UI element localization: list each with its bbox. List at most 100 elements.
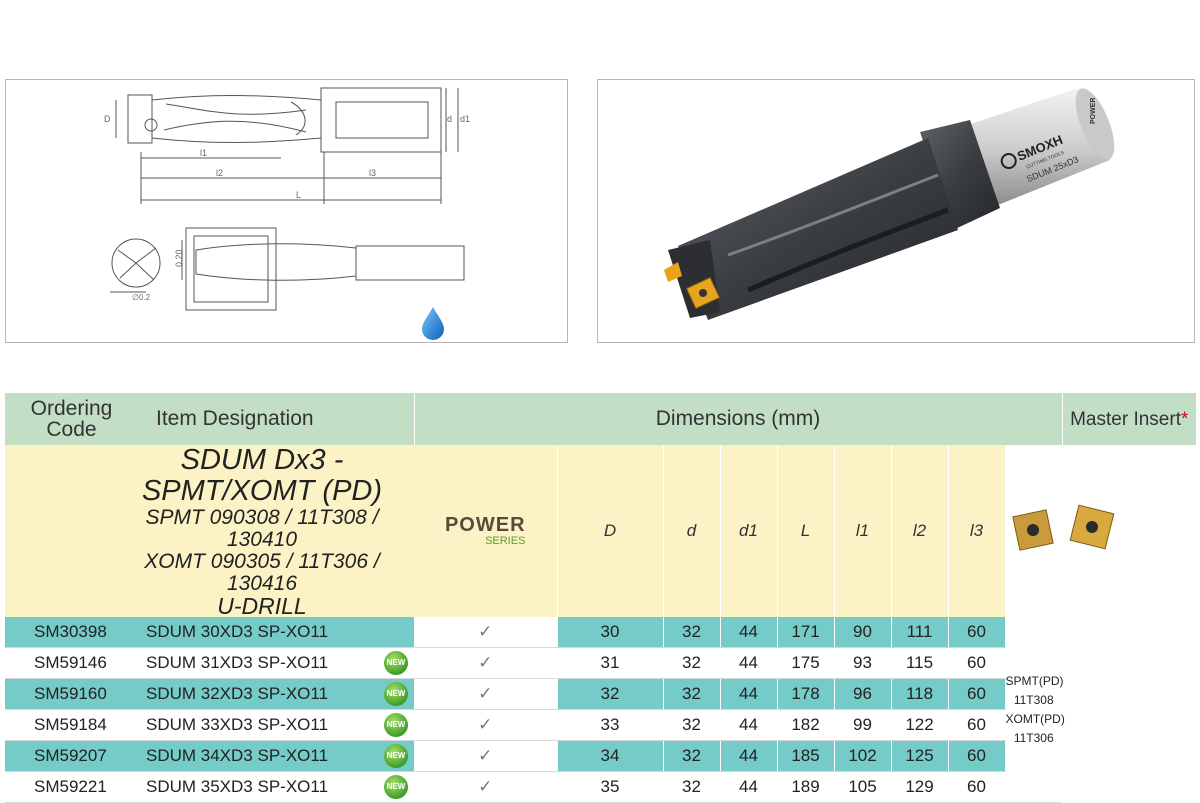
check-icon: ✓ — [414, 771, 558, 803]
check-icon: ✓ — [414, 617, 558, 648]
dim-l1: 96 — [834, 678, 892, 710]
xomt-insert-icon — [1069, 504, 1114, 549]
check-icon: ✓ — [414, 740, 558, 772]
ordering-code: SM59146 — [5, 647, 138, 679]
new-badge-icon: NEW — [384, 682, 408, 706]
ordering-code: SM59160 — [5, 678, 138, 710]
dim-l2: 111 — [891, 617, 949, 648]
dim-l3: 60 — [948, 617, 1006, 648]
dim-D: 34 — [557, 740, 664, 772]
table-row[interactable]: SM30398 SDUM 30XD3 SP-XO11 ✓ 30 32 44 17… — [5, 617, 1196, 803]
dim-d: 32 — [663, 740, 721, 772]
dim-D: 31 — [557, 647, 664, 679]
dim-header-l2: l2 — [891, 445, 949, 617]
dim-D: 35 — [557, 771, 664, 803]
header-master-insert: Master Insert* — [1062, 393, 1196, 445]
dim-label-d1: d1 — [460, 114, 470, 124]
title-row: SDUM Dx3 - SPMT/XOMT (PD) SPMT 090308 / … — [5, 444, 1196, 618]
insert-photos — [1011, 504, 1114, 551]
ordering-code: SM59207 — [5, 740, 138, 772]
dim-D: 33 — [557, 709, 664, 741]
dim-l1: 99 — [834, 709, 892, 741]
dim-label-tolerance: 0.20 — [174, 249, 184, 267]
dim-label-l1: l1 — [200, 148, 207, 158]
dim-header-d1: d1 — [720, 445, 778, 617]
ordering-code: SM30398 — [5, 617, 138, 648]
dim-d1: 44 — [720, 740, 778, 772]
dim-l3: 60 — [948, 678, 1006, 710]
dim-label-runout: ∅0.2 — [132, 293, 151, 302]
dim-d: 32 — [663, 678, 721, 710]
side-power-text: POWER — [1090, 98, 1097, 124]
item-designation: SDUM 30XD3 SP-XO11 — [138, 617, 414, 648]
master-insert-xomt: XOMT(PD) 11T306 — [1005, 711, 1065, 745]
ordering-code: SM59184 — [5, 709, 138, 741]
dim-d1: 44 — [720, 771, 778, 803]
series-title: SDUM Dx3 - SPMT/XOMT (PD) SPMT 090308 / … — [5, 444, 414, 618]
dim-l1: 102 — [834, 740, 892, 772]
dim-l1: 105 — [834, 771, 892, 803]
master-insert-text: SPMT(PD) 11T308 XOMT(PD) 11T306 — [1005, 617, 1065, 803]
water-drop-icon — [422, 307, 444, 340]
dim-d1: 44 — [720, 647, 778, 679]
dim-l3: 60 — [948, 709, 1006, 741]
dim-D: 32 — [557, 678, 664, 710]
dim-d1: 44 — [720, 678, 778, 710]
required-mark: * — [1180, 408, 1189, 430]
header-dimensions: Dimensions (mm) — [414, 393, 1063, 445]
series-title-spmt: SPMT 090308 / 11T308 / 130410 — [145, 506, 379, 551]
dim-l1: 93 — [834, 647, 892, 679]
dim-L: 171 — [777, 617, 835, 648]
dim-L: 175 — [777, 647, 835, 679]
power-logo-word: POWER — [444, 514, 526, 536]
ordering-code: SM59221 — [5, 771, 138, 803]
dim-l3: 60 — [948, 771, 1006, 803]
dim-l2: 125 — [891, 740, 949, 772]
dim-L: 178 — [777, 678, 835, 710]
power-series-logo: POWER SERIES — [414, 445, 558, 617]
dim-d1: 44 — [720, 709, 778, 741]
dim-L: 182 — [777, 709, 835, 741]
dim-label-l2: l2 — [216, 168, 223, 178]
check-icon: ✓ — [414, 647, 558, 679]
dim-d: 32 — [663, 617, 721, 648]
drill-photo: SMOXH CUTTING TOOLS SDUM 25xD3 POWER — [664, 88, 1115, 320]
check-icon: ✓ — [414, 678, 558, 710]
new-badge-icon: NEW — [384, 775, 408, 799]
power-logo-sub: SERIES — [485, 535, 526, 547]
spmt-insert-icon — [1011, 508, 1054, 551]
dim-l1: 90 — [834, 617, 892, 648]
dim-L: 185 — [777, 740, 835, 772]
dim-label-D: D — [104, 114, 111, 124]
product-table: Ordering Code Item Designation Dimension… — [5, 393, 1196, 803]
dim-label-d: d — [447, 114, 452, 124]
dim-l2: 118 — [891, 678, 949, 710]
dim-l3: 60 — [948, 740, 1006, 772]
technical-drawing-panel: D d d1 l1 l2 l3 L 0.20 ∅0.2 — [5, 79, 568, 343]
dim-D: 30 — [557, 617, 664, 648]
master-insert-spmt: SPMT(PD) 11T308 — [1005, 673, 1064, 707]
dim-header-l3: l3 — [948, 445, 1006, 617]
dim-label-L: L — [296, 190, 301, 200]
series-title-main: SDUM Dx3 - SPMT/XOMT (PD) — [141, 444, 383, 507]
technical-drawing: D d d1 l1 l2 l3 L 0.20 ∅0.2 — [104, 87, 470, 311]
check-icon: ✓ — [414, 709, 558, 741]
new-badge-icon: NEW — [384, 744, 408, 768]
dim-label-l3: l3 — [369, 168, 376, 178]
new-badge-icon: NEW — [384, 713, 408, 737]
dim-header-D: D — [557, 445, 664, 617]
dim-l3: 60 — [948, 647, 1006, 679]
dim-d1: 44 — [720, 617, 778, 648]
dim-d: 32 — [663, 647, 721, 679]
table-header-row: Ordering Code Item Designation Dimension… — [5, 393, 1196, 445]
